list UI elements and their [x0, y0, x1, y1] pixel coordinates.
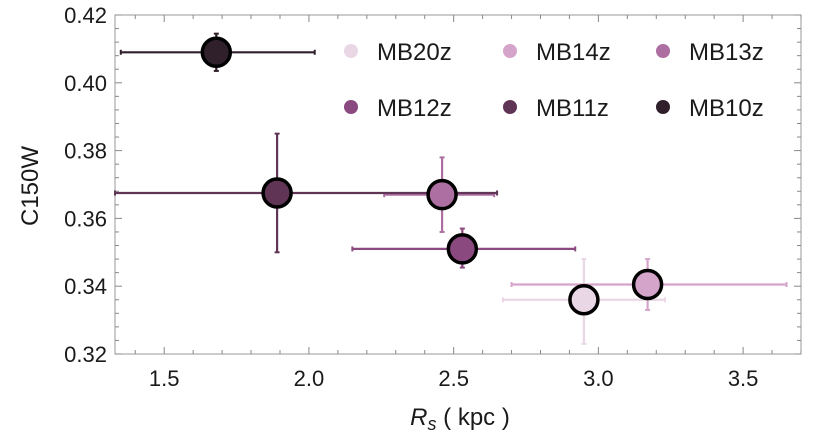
plot-border — [114, 14, 802, 355]
x-axis-title: Rs ( kpc ) — [410, 404, 510, 434]
legend-swatch — [344, 44, 358, 58]
y-tick-label: 0.36 — [64, 206, 107, 231]
y-tick-label: 0.40 — [64, 71, 107, 96]
x-axis-title-sub: s — [428, 414, 437, 434]
legend-swatch — [503, 44, 517, 58]
legend-swatch — [656, 44, 670, 58]
legend-label: MB10z — [689, 95, 764, 122]
data-point-mb11z — [261, 177, 293, 209]
data-points — [200, 36, 664, 316]
x-tick-label: 2.0 — [294, 366, 325, 391]
y-tick-label: 0.38 — [64, 139, 107, 164]
y-tick-label: 0.42 — [64, 3, 107, 28]
legend-label: MB11z — [536, 95, 609, 122]
y-axis-title: C150W — [17, 146, 44, 226]
x-axis: 1.5 2.0 2.5 3.0 3.5 — [134, 15, 802, 391]
legend-label: MB13z — [689, 39, 764, 66]
data-point-mb20z — [568, 284, 600, 316]
data-point-mb14z — [631, 268, 664, 301]
y-axis: 0.32 0.34 0.36 0.38 0.40 0.42 — [64, 3, 801, 367]
legend-label: MB12z — [377, 95, 452, 122]
y-tick-label: 0.34 — [64, 274, 107, 299]
legend-swatch — [503, 100, 517, 114]
plot-frame — [114, 14, 802, 355]
x-tick-label: 2.5 — [438, 366, 469, 391]
legend-label: MB20z — [377, 39, 452, 66]
data-point-mb13z — [426, 178, 458, 211]
x-tick-label: 3.0 — [583, 366, 614, 391]
y-tick-label: 0.32 — [64, 342, 107, 367]
x-axis-title-unit: ( kpc ) — [437, 404, 510, 431]
data-point-mb10z — [200, 36, 233, 69]
data-point-mb12z — [446, 233, 479, 265]
x-axis-title-main: R — [410, 404, 427, 431]
legend-swatch — [656, 100, 670, 114]
x-tick-label: 1.5 — [149, 366, 180, 391]
legend-label: MB14z — [536, 39, 611, 66]
legend-swatch — [344, 100, 358, 114]
x-tick-label: 3.5 — [728, 366, 759, 391]
